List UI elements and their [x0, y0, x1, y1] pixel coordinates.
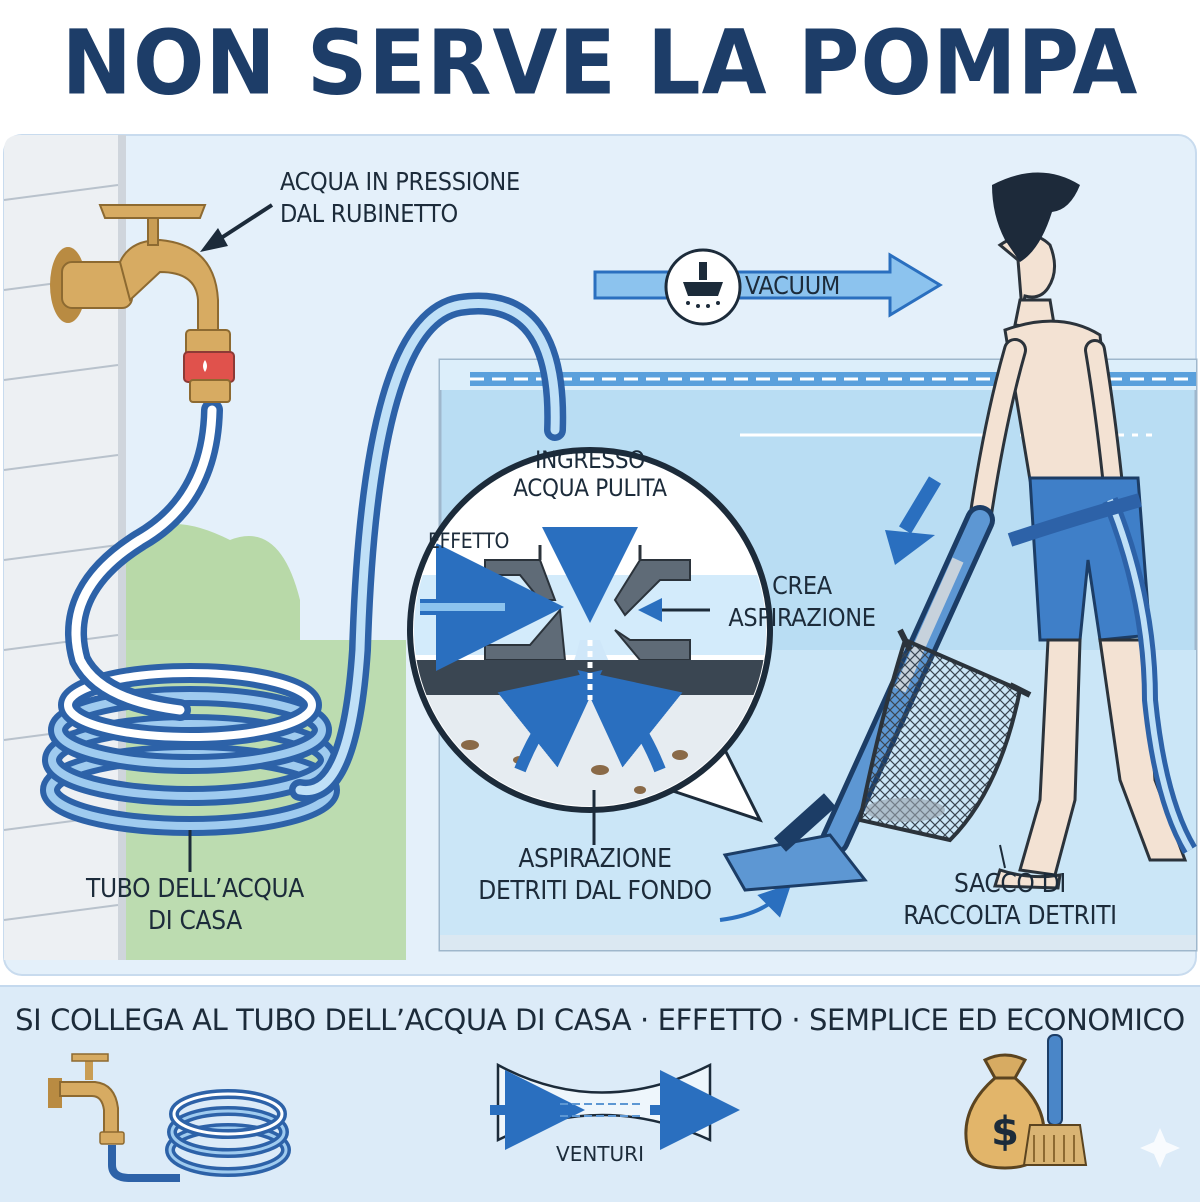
debris-label-line1: ASPIRAZIONE: [518, 844, 672, 874]
hose-icon: [165, 1089, 291, 1177]
pointer-arrow-faucet: [200, 203, 274, 252]
effect-label: EFFETTO: [428, 529, 510, 553]
page-title: NON SERVE LA POMPA: [61, 11, 1139, 115]
faucet-icon: [48, 1053, 180, 1182]
bag-label-line2: RACCOLTA DETRITI: [903, 901, 1117, 931]
curved-flow-arrow: [719, 883, 792, 922]
faucet-label-line1: ACQUA IN PRESSIONE: [280, 167, 520, 196]
hose-label-line2: DI CASA: [148, 906, 242, 936]
bag-label: SACCO DI RACCOLTA DETRITI: [860, 868, 1160, 932]
suction-label: CREA ASPIRAZIONE: [712, 570, 892, 634]
bottom-summary-text: SI COLLEGA AL TUBO DELL’ACQUA DI CASA · …: [15, 1003, 1185, 1037]
money-symbol: $: [991, 1109, 1019, 1155]
hose-to-pool: [289, 292, 567, 802]
debris-label: ASPIRAZIONE DETRITI DAL FONDO: [450, 843, 740, 907]
faucet-label-line2: DAL RUBINETTO: [280, 199, 458, 228]
inlet-label: INGRESSO ACQUA PULITA: [480, 446, 700, 502]
suction-label-line1: CREA: [772, 571, 832, 600]
vacuum-head-icon: [664, 248, 742, 326]
debris-net-bag: [857, 628, 1032, 843]
hose-label-line1: TUBO DELL’ACQUA: [85, 874, 304, 904]
suction-label-line2: ASPIRAZIONE: [728, 603, 876, 632]
vacuum-label: VACUUM: [745, 271, 840, 300]
venturi-magnifier: [407, 447, 773, 813]
brush-icon: [1022, 1034, 1088, 1166]
faucet-icon: [50, 204, 235, 403]
faucet-label: ACQUA IN PRESSIONE DAL RUBINETTO: [280, 166, 520, 230]
pool-flow-arrow: [885, 476, 942, 565]
hose-from-faucet: [65, 399, 223, 721]
money-bag-icon: $: [964, 1053, 1046, 1170]
hose-label: TUBO DELL’ACQUA DI CASA: [45, 873, 345, 937]
inlet-label-line1: INGRESSO: [535, 446, 645, 474]
debris-label-line2: DETRITI DAL FONDO: [478, 876, 712, 906]
sparkle-icon: [1140, 1128, 1180, 1168]
venturi-icon: [490, 1062, 740, 1150]
inlet-label-line2: ACQUA PULITA: [513, 474, 667, 502]
bag-label-line1: SACCO DI: [954, 869, 1066, 899]
